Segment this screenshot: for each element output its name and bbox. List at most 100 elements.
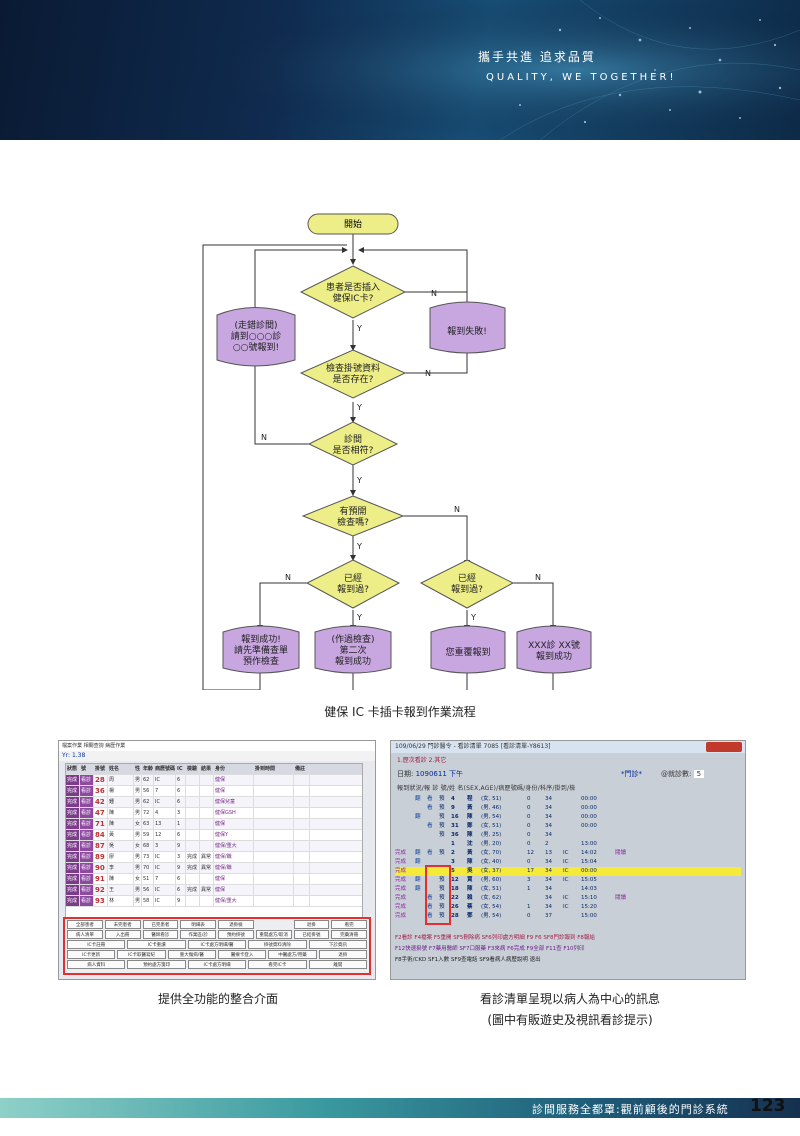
- visit-cell: 0: [527, 814, 531, 820]
- panel-button[interactable]: IC卡重讀: [127, 940, 186, 949]
- count-label: @就診數:: [661, 770, 692, 778]
- visit-cell: 15:20: [581, 904, 597, 910]
- count-value[interactable]: 5: [693, 770, 705, 778]
- panel-button[interactable]: IC卡更新: [67, 950, 116, 959]
- panel-button[interactable]: IC卡處方明細: [187, 960, 247, 969]
- table-cell: 完成: [66, 775, 80, 785]
- panel-button[interactable]: 看完: [331, 920, 367, 929]
- panel-button[interactable]: 醫師看診: [142, 930, 179, 939]
- table-cell: IC: [154, 775, 176, 785]
- panel-button[interactable]: 預約處方箋印: [127, 960, 186, 969]
- panel-button[interactable]: 完藥清冊: [331, 930, 367, 939]
- panel-button[interactable]: IC卡註冊: [67, 940, 126, 949]
- table-cell: 男: [135, 797, 142, 807]
- panel-button[interactable]: 退掛: [293, 920, 330, 929]
- panel-button[interactable]: 醫療卡登入: [217, 950, 267, 959]
- visit-cell: 完成: [395, 895, 407, 901]
- panel-button[interactable]: 中醫處方/用藥: [268, 950, 317, 959]
- table-header-cell: 掛號: [94, 764, 108, 774]
- right-title-bar: 109/06/29 門診醫令 - 看診清單 7085 [看診清單-Y8613]: [391, 741, 745, 753]
- panel-button[interactable]: 明細表: [180, 920, 216, 929]
- visit-cell: 2: [545, 841, 549, 847]
- visit-cell: 翻: [415, 850, 421, 856]
- table-cell: [254, 786, 294, 796]
- visit-cell: (女, 40): [481, 859, 502, 865]
- table-cell: [254, 841, 294, 851]
- panel-button[interactable]: 預約掛號: [218, 930, 254, 939]
- panel-button[interactable]: 退掛檢: [218, 920, 254, 929]
- panel-button[interactable]: 已結掛號: [293, 930, 330, 939]
- panel-button[interactable]: IC卡處方明細/醫: [187, 940, 247, 949]
- table-cell: 看診: [80, 830, 94, 840]
- panel-button[interactable]: 病人資料: [67, 960, 126, 969]
- visit-cell: IC: [563, 868, 569, 874]
- panel-button[interactable]: IC卡取醫寫紀: [117, 950, 166, 959]
- visit-cell: [615, 867, 643, 876]
- table-cell: IC: [154, 797, 176, 807]
- panel-button[interactable]: 重大傷病/醫: [167, 950, 216, 959]
- table-cell: [254, 775, 294, 785]
- table-cell: 4: [154, 808, 176, 818]
- visit-cell: [395, 822, 415, 831]
- panel-button[interactable]: 病人清單: [67, 930, 103, 939]
- panel-button[interactable]: 未完患者: [104, 920, 141, 929]
- panel-button[interactable]: 已完患者: [142, 920, 179, 929]
- visit-cell: [395, 813, 415, 822]
- column-header: 報到狀況/報 診 號/姓 名(SEX,AGE)/病歷號碼/身份/科序/掛到/檢: [397, 785, 576, 792]
- panel-button[interactable]: 看完IC卡: [248, 960, 307, 969]
- panel-button[interactable]: 離開: [308, 960, 368, 969]
- close-window-button[interactable]: [706, 742, 742, 752]
- table-cell: 36: [94, 786, 108, 796]
- result-2-label-line-1: (作過檢查): [331, 633, 374, 645]
- panel-button[interactable]: 作業區/診: [180, 930, 216, 939]
- visit-cell: [395, 840, 415, 849]
- page-number: 123: [750, 1096, 786, 1116]
- table-cell: 7: [154, 786, 176, 796]
- table-cell: [186, 786, 200, 796]
- table-cell: IC: [154, 885, 176, 895]
- panel-button[interactable]: 重開處方/取消: [255, 930, 292, 939]
- wrong-room-label-line-1: (走錯診間): [234, 319, 277, 331]
- panel-button[interactable]: 退掛: [318, 950, 367, 959]
- panel-button[interactable]: 掛號資料清除: [248, 940, 307, 949]
- table-cell: 72: [142, 808, 154, 818]
- visit-cell: [415, 831, 427, 840]
- table-cell: IC: [154, 863, 176, 873]
- panel-button[interactable]: 下診資訊: [308, 940, 368, 949]
- table-cell: 看診: [80, 775, 94, 785]
- start-label: 開始: [344, 218, 362, 230]
- table-cell: [200, 819, 214, 829]
- panel-button[interactable]: 全部患者: [67, 920, 103, 929]
- visit-cell: 預: [439, 850, 445, 856]
- slogan-chinese: 攜手共進 追求品質: [478, 50, 596, 64]
- panel-button[interactable]: 入出冊: [104, 930, 141, 939]
- table-cell: 完成: [66, 808, 80, 818]
- visit-cell: 37: [545, 913, 552, 919]
